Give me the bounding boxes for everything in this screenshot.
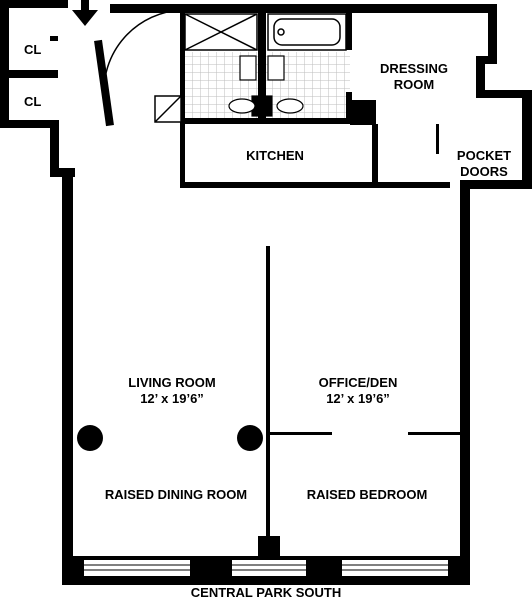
shower [184,13,258,51]
dressing-room-label: ROOM [393,77,435,92]
pocket-doors-label: POCKET [456,148,512,163]
raised-dining-room-label: RAISED DINING ROOM [104,487,248,502]
office-den-dimensions: 12’ x 19’6” [326,391,390,406]
living-room-dimensions: 12’ x 19’6” [140,391,204,406]
sinks [239,55,285,81]
exterior-walls [0,0,532,585]
entry-door[interactable] [94,9,183,127]
street-label: CENTRAL PARK SOUTH [190,585,342,600]
columns [77,425,263,451]
bathtub [267,13,347,51]
closet-walls [0,36,58,78]
dressing-room-label: DRESSING [380,61,448,76]
closet-label: CL [24,94,42,109]
interior-partitions [258,246,460,560]
bathroom-walls [180,8,450,188]
arrow-down-icon [72,0,98,26]
living-room-label: LIVING ROOM [128,375,216,390]
toilets [228,95,304,117]
closet-label: CL [24,42,42,57]
kitchen-label: KITCHEN [246,148,304,163]
pocket-doors-label: DOORS [460,164,508,179]
office-den-label: OFFICE/DEN [318,375,398,390]
windows [84,564,448,571]
raised-bedroom-label: RAISED BEDROOM [306,487,428,502]
